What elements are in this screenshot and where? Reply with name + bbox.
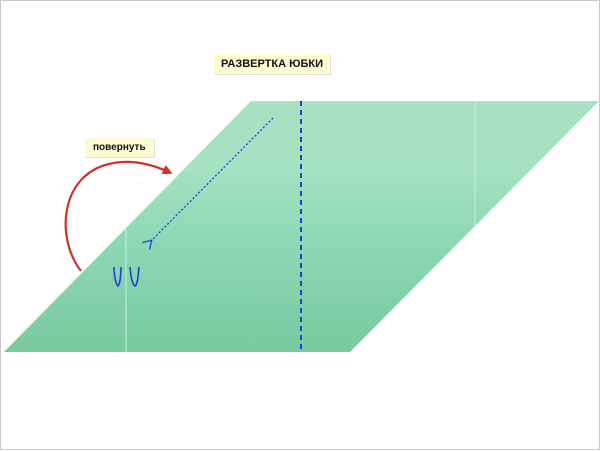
dart-mark-left-icon: [113, 266, 122, 288]
rotate-label: повернуть: [85, 138, 154, 157]
diagram-title: РАЗВЕРТКА ЮБКИ: [214, 54, 330, 74]
dart-mark-right-icon: [129, 266, 140, 287]
fold-direction-arrow: [142, 117, 274, 250]
skirt-panel-shape: [4, 101, 599, 352]
rotate-arrow-icon: [64, 160, 173, 272]
